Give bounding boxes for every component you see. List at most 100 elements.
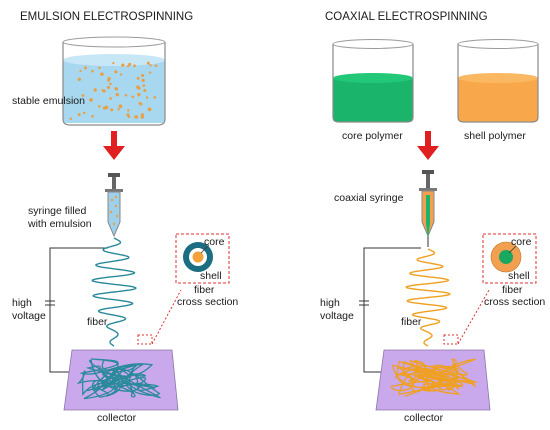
core-polymer-beaker xyxy=(332,39,414,123)
emulsion-droplet xyxy=(117,108,120,111)
emulsion-droplet xyxy=(115,92,120,97)
label-fiber: fiber xyxy=(401,316,422,328)
label-cross-section: cross section xyxy=(484,296,545,308)
emulsion-droplet xyxy=(140,115,145,119)
emulsion-droplet xyxy=(141,73,145,78)
emulsion-droplet xyxy=(102,106,106,110)
emulsion-droplet xyxy=(109,82,112,86)
emulsion-droplet xyxy=(128,62,132,66)
red-arrow-icon xyxy=(417,131,439,160)
label-core-polymer: core polymer xyxy=(342,130,403,142)
emulsion-droplet xyxy=(139,102,143,106)
emulsion-droplet xyxy=(131,95,135,99)
emulsion-droplet xyxy=(114,70,118,74)
emulsion-droplet xyxy=(102,89,106,93)
emulsion-droplet xyxy=(84,66,87,70)
emulsion-droplet xyxy=(98,66,101,70)
beaker-outline xyxy=(62,42,166,126)
emulsion-droplet xyxy=(81,94,85,97)
emulsion-droplet xyxy=(134,115,139,119)
emulsion-droplet xyxy=(126,65,130,68)
emulsion-droplet xyxy=(136,76,140,80)
emulsion-droplet xyxy=(137,86,141,90)
label-shell-polymer: shell polymer xyxy=(464,130,526,142)
label-collector: collector xyxy=(404,412,444,424)
emulsion-droplet xyxy=(149,64,152,67)
plunger-rod xyxy=(112,177,116,189)
red-arrow-icon xyxy=(103,131,125,160)
label-high: high xyxy=(320,297,340,309)
emulsion-panel: EMULSION ELECTROSPINNING stable emulsion xyxy=(12,11,238,424)
emulsion-droplet xyxy=(133,64,136,68)
emulsion-droplet xyxy=(143,88,147,93)
emulsion-droplet xyxy=(147,107,152,112)
label-shell: shell xyxy=(200,270,222,282)
emulsion-droplet xyxy=(91,69,94,73)
label-syringe-line1: syringe filled xyxy=(28,205,87,217)
label-voltage: voltage xyxy=(12,310,46,322)
emulsion-liquid xyxy=(63,60,165,123)
emulsion-droplet xyxy=(110,108,114,112)
emulsion-droplet xyxy=(107,76,111,81)
emulsion-droplet xyxy=(114,87,119,91)
label-core: core xyxy=(511,236,532,248)
core-barrel xyxy=(426,195,430,238)
emulsion-droplet xyxy=(82,111,86,115)
fiber-jet xyxy=(91,237,137,347)
label-voltage: voltage xyxy=(320,310,354,322)
emulsion-droplet xyxy=(142,84,146,87)
emulsion-droplet xyxy=(69,117,73,121)
shell-polymer-beaker xyxy=(457,39,539,123)
emulsion-droplet xyxy=(148,71,152,74)
emulsion-droplet xyxy=(106,85,111,89)
fiber-cross-section xyxy=(183,242,213,272)
label-stable-emulsion: stable emulsion xyxy=(12,95,85,107)
label-high: high xyxy=(12,297,32,309)
voltage-circuit xyxy=(45,247,108,373)
emulsion-droplets xyxy=(69,61,158,121)
emulsion-droplet xyxy=(137,92,141,97)
emulsion-droplet xyxy=(153,96,157,99)
emulsion-droplet xyxy=(100,72,104,76)
emulsion-droplet xyxy=(109,97,112,100)
emulsion-droplet xyxy=(154,64,158,68)
panel-title-emulsion: EMULSION ELECTROSPINNING xyxy=(20,11,193,23)
coaxial-syringe xyxy=(419,170,437,247)
emulsion-droplet xyxy=(121,63,125,67)
emulsion-droplet xyxy=(93,88,97,92)
label-syringe-line2: with emulsion xyxy=(27,218,92,230)
fiber-cross-section xyxy=(490,241,522,273)
emulsion-droplet xyxy=(126,113,130,117)
emulsion-syringe xyxy=(105,173,123,238)
label-collector: collector xyxy=(97,412,137,424)
label-coaxial-syringe: coaxial syringe xyxy=(334,192,404,204)
core-dot xyxy=(499,250,513,264)
emulsion-droplet xyxy=(119,73,123,76)
emulsion-droplet xyxy=(124,94,128,97)
fiber-tangle xyxy=(390,358,478,397)
core-dot xyxy=(192,251,204,263)
label-fiber: fiber xyxy=(87,316,108,328)
emulsion-droplet xyxy=(77,113,81,117)
label-cross-fiber: fiber xyxy=(194,284,215,296)
cross-section-callout xyxy=(443,233,537,345)
label-shell: shell xyxy=(508,270,530,282)
emulsion-droplet xyxy=(89,98,93,102)
emulsion-droplet xyxy=(91,114,94,118)
fiber-tangle xyxy=(76,358,161,400)
syringe-barrel xyxy=(107,191,121,238)
beaker-rim xyxy=(62,36,166,48)
label-core: core xyxy=(204,236,225,248)
emulsion-droplet xyxy=(118,104,123,109)
cross-section-callout xyxy=(137,233,230,345)
plunger-flange xyxy=(105,189,123,192)
panel-title-coaxial: COAXIAL ELECTROSPINNING xyxy=(325,11,488,23)
label-cross-section: cross section xyxy=(177,296,238,308)
emulsion-droplet xyxy=(79,69,82,73)
plunger-cap xyxy=(108,173,120,177)
emulsion-droplet xyxy=(141,78,145,83)
emulsion-droplet xyxy=(97,104,101,108)
label-cross-fiber: fiber xyxy=(502,284,523,296)
emulsion-beaker xyxy=(62,36,166,126)
